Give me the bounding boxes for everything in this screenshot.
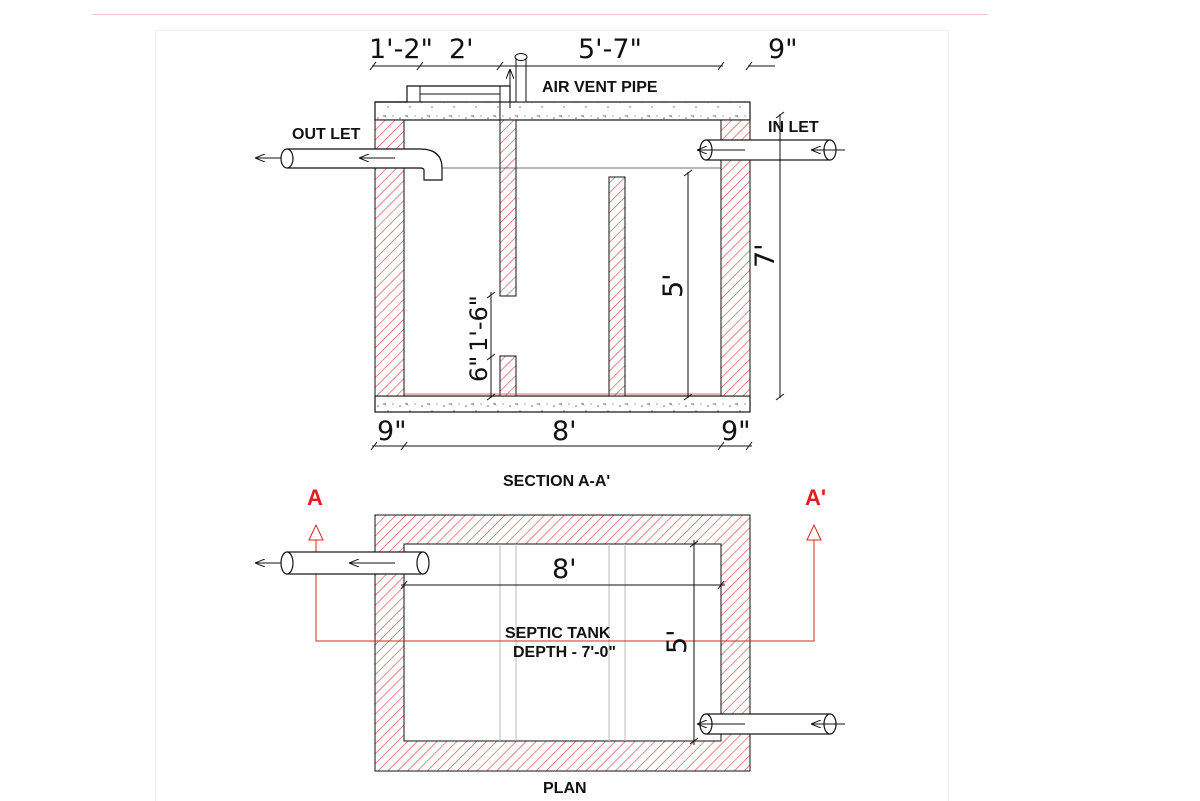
baffle-wall-upper [499,119,517,297]
plan-outlet-pipe [256,551,430,575]
inlet-pipe [698,139,845,161]
right-wall [720,119,751,397]
dim-total-height: 7' [750,243,781,268]
bottom-slab [374,395,751,413]
bottom-dimension-line [370,441,753,451]
dim-bottom-length: 8' [552,416,577,447]
air-vent-label: AIR VENT PIPE [542,79,658,96]
dim-top-manhole: 1'-2" [369,34,433,65]
plan-inner-space [403,543,722,742]
middle-partition [608,176,626,397]
plan-partition-lines [499,544,626,741]
outlet-label: OUT LET [292,126,361,143]
section-cut-line [308,523,822,642]
plan-view: A A' 8' 5' SEPTIC TANK [256,485,845,797]
section-title: SECTION A-A' [503,473,610,490]
dim-bottom-right-wall: 9" [721,416,751,447]
dim-top-wall: 9" [768,34,798,65]
section-view: 1'-2" 2' 5'-7" 9" 9" 8' 9" 7' 5 [256,34,845,490]
section-marker-a: A [307,485,323,510]
top-slab [374,101,751,121]
dim-top-chamber: 5'-7" [578,34,642,65]
dim-bottom-left-wall: 9" [377,416,407,447]
plan-dimension-lines [400,540,725,745]
plan-dim-width: 5' [662,629,693,654]
air-vent-pipe [510,53,528,108]
plan-inlet-pipe [698,713,845,735]
dim-baffle-opening: 1'-6" [465,295,493,352]
plan-dim-length: 8' [552,554,577,585]
outlet-pipe [256,148,443,181]
dim-baffle-bottom: 6" [465,356,493,382]
plan-title: PLAN [543,780,587,797]
plan-tank-depth: DEPTH - 7'-0" [513,644,616,661]
dim-top-baffle: 2' [449,34,474,65]
top-dimension-line [369,61,775,71]
vertical-dimension-lines [486,111,785,401]
inlet-label: IN LET [768,119,819,136]
plan-tank-name: SEPTIC TANK [505,625,611,642]
page-rule [92,14,988,15]
section-marker-a-prime: A' [805,485,826,510]
dim-liquid-depth: 5' [658,273,689,298]
baffle-wall-lower [499,355,517,397]
